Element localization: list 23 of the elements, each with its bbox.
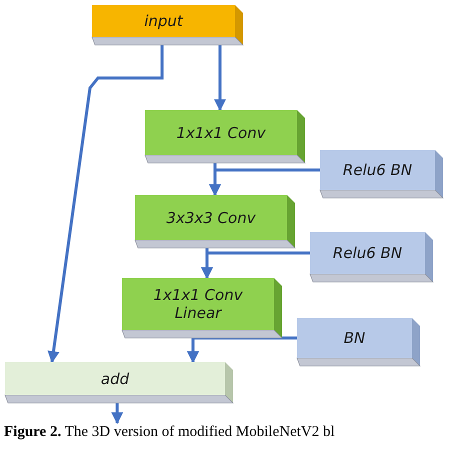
block-label: input [144, 12, 183, 30]
block-label: 3x3x3 Conv [166, 208, 256, 226]
block-label: 1x1x1 Conv [176, 124, 266, 142]
arrow [201, 252, 310, 280]
figure-caption: Figure 2. The 3D version of modified MobileNetV2 bl [4, 424, 335, 441]
block-label: BN [344, 329, 366, 347]
arrow [214, 45, 226, 112]
conv-block [122, 278, 282, 338]
norm-block [310, 232, 433, 282]
block-label: 1x1x1 Conv Linear [152, 286, 244, 322]
norm-block [297, 318, 420, 366]
conv-block [145, 110, 305, 163]
block-label: add [100, 370, 130, 388]
block-label: Relu6 BN [332, 244, 402, 262]
input-block [92, 5, 243, 45]
norm-block [320, 150, 443, 198]
arrow [187, 336, 297, 364]
arrow [48, 45, 164, 364]
arrow [111, 403, 124, 424]
conv-block [135, 195, 295, 248]
arrow [209, 168, 320, 196]
block-label: Relu6 BN [342, 161, 412, 179]
add-block [5, 362, 233, 403]
